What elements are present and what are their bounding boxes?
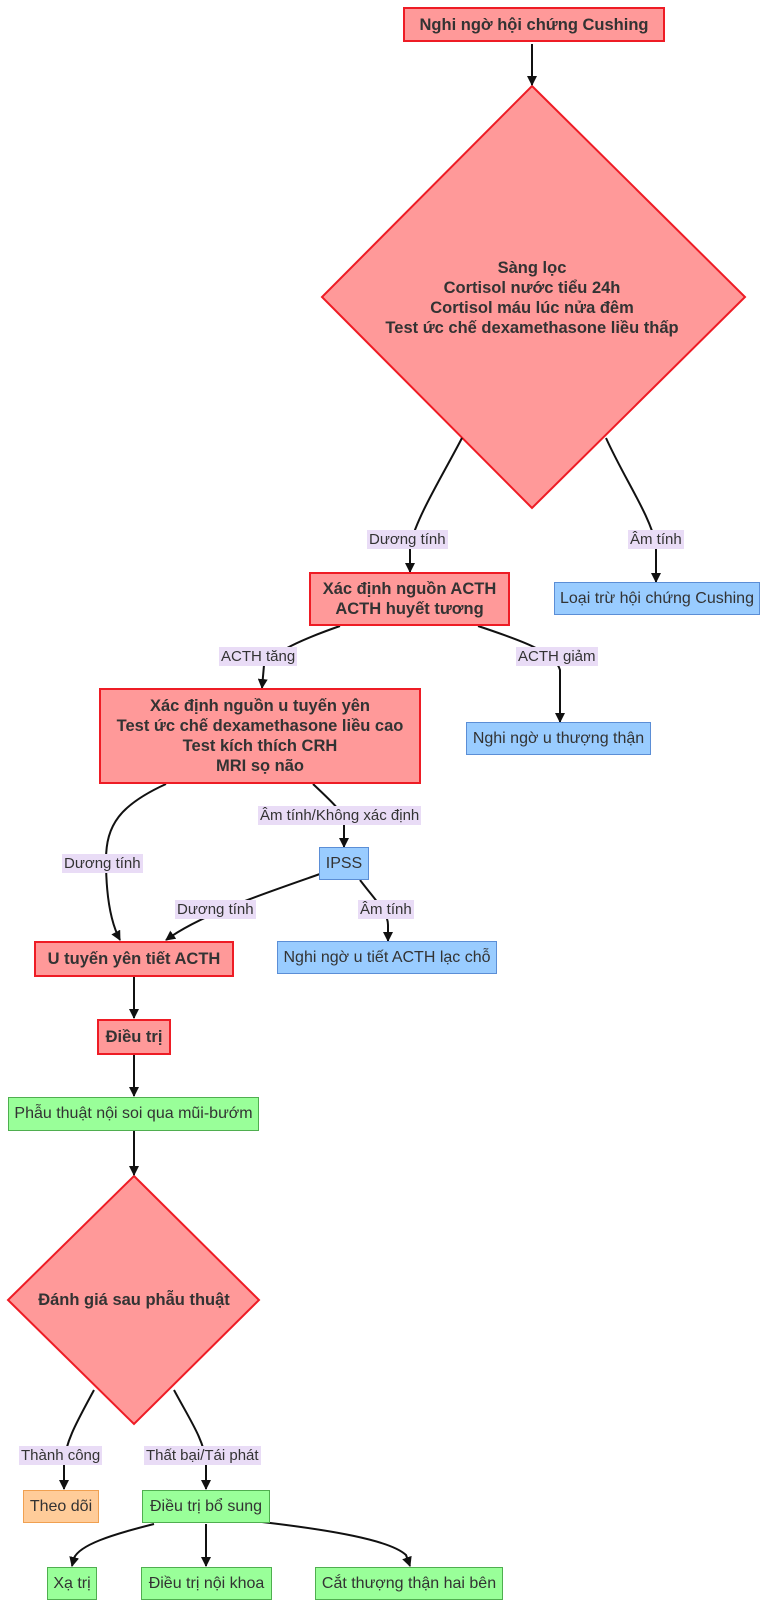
edge-additional-radiation bbox=[69, 1523, 155, 1567]
edge-label-success: Thành công bbox=[19, 1446, 103, 1465]
node-acth-source[interactable]: Xác định nguồn ACTH ACTH huyết tương bbox=[309, 572, 510, 626]
edge-label-negative-undetermined: Âm tính/Không xác định bbox=[258, 806, 422, 825]
screening-title: Sàng lọc bbox=[497, 259, 567, 277]
edge-label-acth-high: ACTH tăng bbox=[219, 647, 298, 666]
node-pituitary-tumor[interactable]: U tuyến yên tiết ACTH bbox=[34, 941, 234, 977]
node-radiation[interactable]: Xạ trị bbox=[47, 1567, 97, 1600]
node-adrenalectomy[interactable]: Cắt thượng thận hai bên bbox=[315, 1567, 503, 1600]
node-surgery[interactable]: Phẫu thuật nội soi qua mũi-bướm bbox=[8, 1097, 259, 1131]
edge-additional-adrenalectomy bbox=[261, 1521, 412, 1567]
edge-label-failure: Thất bại/Tái phát bbox=[144, 1446, 261, 1465]
node-additional-treatment[interactable]: Điều trị bổ sung bbox=[142, 1490, 270, 1523]
edge-acth-adrenal bbox=[477, 625, 565, 723]
edge-label-acth-low: ACTH giảm bbox=[516, 647, 598, 666]
screening-diamond bbox=[320, 84, 747, 510]
pituitary-source-line-1: Test ức chế dexamethasone liều cao bbox=[116, 717, 404, 735]
node-adrenal-suspect[interactable]: Nghi ngờ u thượng thận bbox=[466, 722, 651, 755]
node-pituitary-source[interactable]: Xác định nguồn u tuyến yên Test ức chế d… bbox=[99, 688, 421, 784]
acth-source-title: Xác định nguồn ACTH bbox=[322, 580, 497, 598]
edge-label-positive-screening: Dương tính bbox=[367, 530, 448, 549]
acth-source-line-1: ACTH huyết tương bbox=[335, 600, 484, 618]
pituitary-source-line-3: MRI sọ não bbox=[215, 757, 304, 775]
edge-label-negative-screening: Âm tính bbox=[628, 530, 684, 549]
node-suspect-cushing[interactable]: Nghi ngờ hội chứng Cushing bbox=[403, 7, 665, 42]
screening-line-2: Cortisol máu lúc nửa đêm bbox=[430, 299, 634, 317]
edge-label-negative-ipss: Âm tính bbox=[358, 900, 414, 919]
node-screening[interactable]: Sàng lọc Cortisol nước tiểu 24h Cortisol… bbox=[362, 257, 702, 339]
edge-label-positive-pituitary: Dương tính bbox=[62, 854, 143, 873]
node-medical-treatment[interactable]: Điều trị nội khoa bbox=[141, 1567, 272, 1600]
edge-eval-followup bbox=[59, 1389, 95, 1490]
edge-eval-additional bbox=[173, 1389, 211, 1490]
node-post-eval[interactable]: Đánh giá sau phẫu thuật bbox=[38, 1291, 230, 1309]
node-treatment[interactable]: Điều trị bbox=[97, 1019, 171, 1055]
screening-line-3: Test ức chế dexamethasone liều thấp bbox=[385, 319, 679, 337]
node-exclude-cushing[interactable]: Loại trừ hội chứng Cushing bbox=[554, 582, 760, 615]
edge-screening-exclude bbox=[605, 437, 661, 583]
edge-label-positive-ipss: Dương tính bbox=[175, 900, 256, 919]
pituitary-source-line-2: Test kích thích CRH bbox=[182, 737, 338, 755]
node-follow-up[interactable]: Theo dõi bbox=[23, 1490, 99, 1523]
node-ectopic-acth[interactable]: Nghi ngờ u tiết ACTH lạc chỗ bbox=[277, 941, 497, 974]
node-ipss[interactable]: IPSS bbox=[319, 847, 369, 880]
edge-screening-acth bbox=[405, 437, 463, 573]
post-eval-diamond bbox=[6, 1174, 261, 1426]
pituitary-source-title: Xác định nguồn u tuyến yên bbox=[149, 697, 370, 715]
screening-line-1: Cortisol nước tiểu 24h bbox=[443, 279, 621, 297]
